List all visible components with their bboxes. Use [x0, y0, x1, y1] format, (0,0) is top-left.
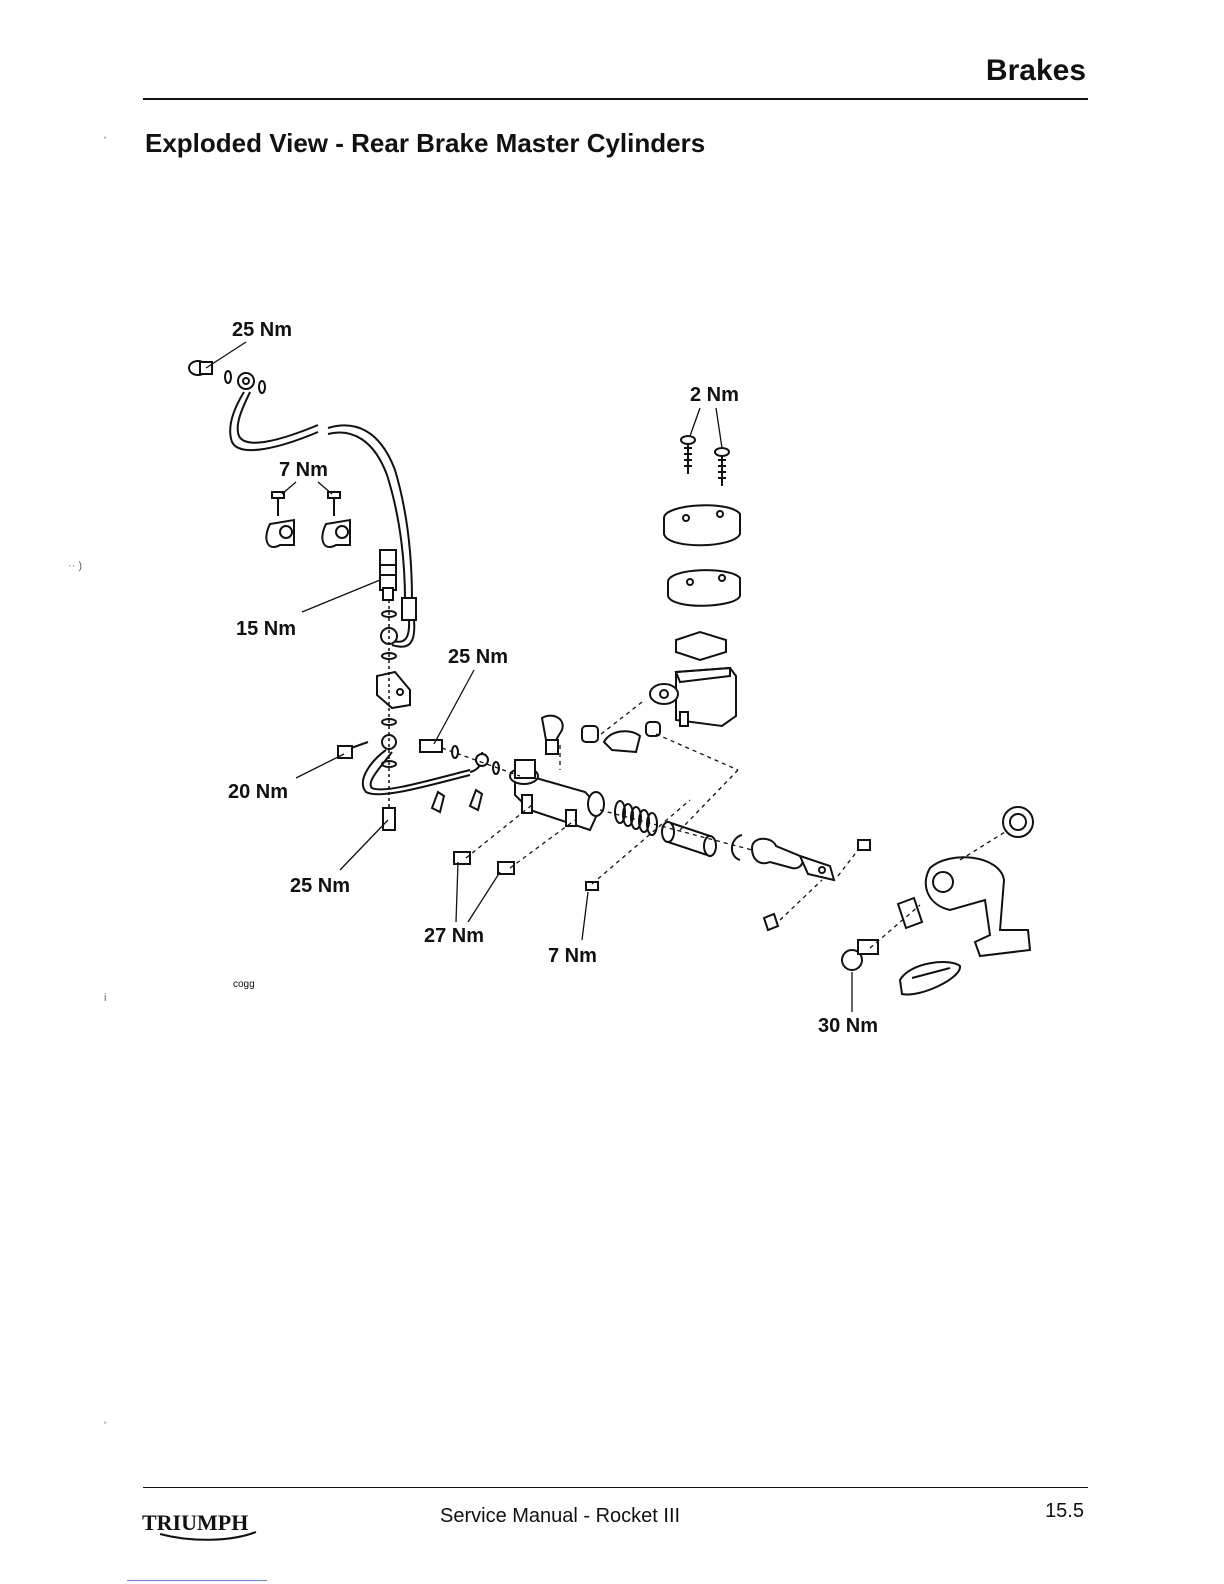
torque-label-hose-clamp-bolts: 7 Nm: [279, 459, 328, 481]
piston: [662, 822, 716, 856]
cylinder-bolt: [454, 852, 470, 864]
cylinder-bolt: [498, 862, 514, 874]
reservoir-cap: [664, 505, 740, 545]
clevis-bolt: [858, 840, 870, 850]
torque-label-pressure-switch: 15 Nm: [236, 618, 296, 640]
torque-label-bleed-valve: 25 Nm: [290, 875, 350, 897]
torque-label-mount-bolt: 20 Nm: [228, 781, 288, 803]
hose-clamp-left: [266, 492, 294, 547]
page-number: 15.5: [1045, 1500, 1084, 1523]
fluid-reservoir: [650, 668, 736, 726]
split-pin: [764, 914, 778, 930]
push-rod-clevis: [752, 839, 834, 880]
clip: [432, 792, 444, 812]
mount-bolt: [338, 742, 368, 758]
brake-pipe: [363, 750, 488, 794]
bottom-accent-line: [127, 1580, 267, 1581]
brake-pedal: [842, 807, 1033, 995]
pressure-switch: [380, 550, 396, 600]
figure-code: cogg: [233, 979, 255, 990]
diaphragm: [676, 632, 726, 660]
clip: [470, 790, 482, 810]
torque-label-reservoir-bolt: 7 Nm: [548, 945, 597, 967]
hose-banjo-assembly: [189, 361, 416, 647]
footer-rule: [143, 1487, 1088, 1488]
diaphragm-plate: [668, 570, 740, 606]
triumph-logo: TRIUMPH: [140, 1508, 270, 1542]
torque-label-reservoir-screws: 2 Nm: [690, 384, 739, 406]
logo-wordmark: TRIUMPH: [142, 1510, 248, 1535]
manual-title: Service Manual - Rocket III: [440, 1505, 680, 1528]
washer-stack: [377, 611, 410, 830]
return-spring: [615, 801, 657, 835]
torque-label-hose-banjo: 25 Nm: [232, 319, 292, 341]
hose-clamp-right: [322, 492, 350, 547]
master-cylinder-body: [510, 760, 604, 830]
torque-label-cylinder-bolts: 27 Nm: [424, 925, 484, 947]
torque-label-pivot-bolt: 30 Nm: [818, 1015, 878, 1037]
torque-label-pipe-banjo: 25 Nm: [448, 646, 508, 668]
